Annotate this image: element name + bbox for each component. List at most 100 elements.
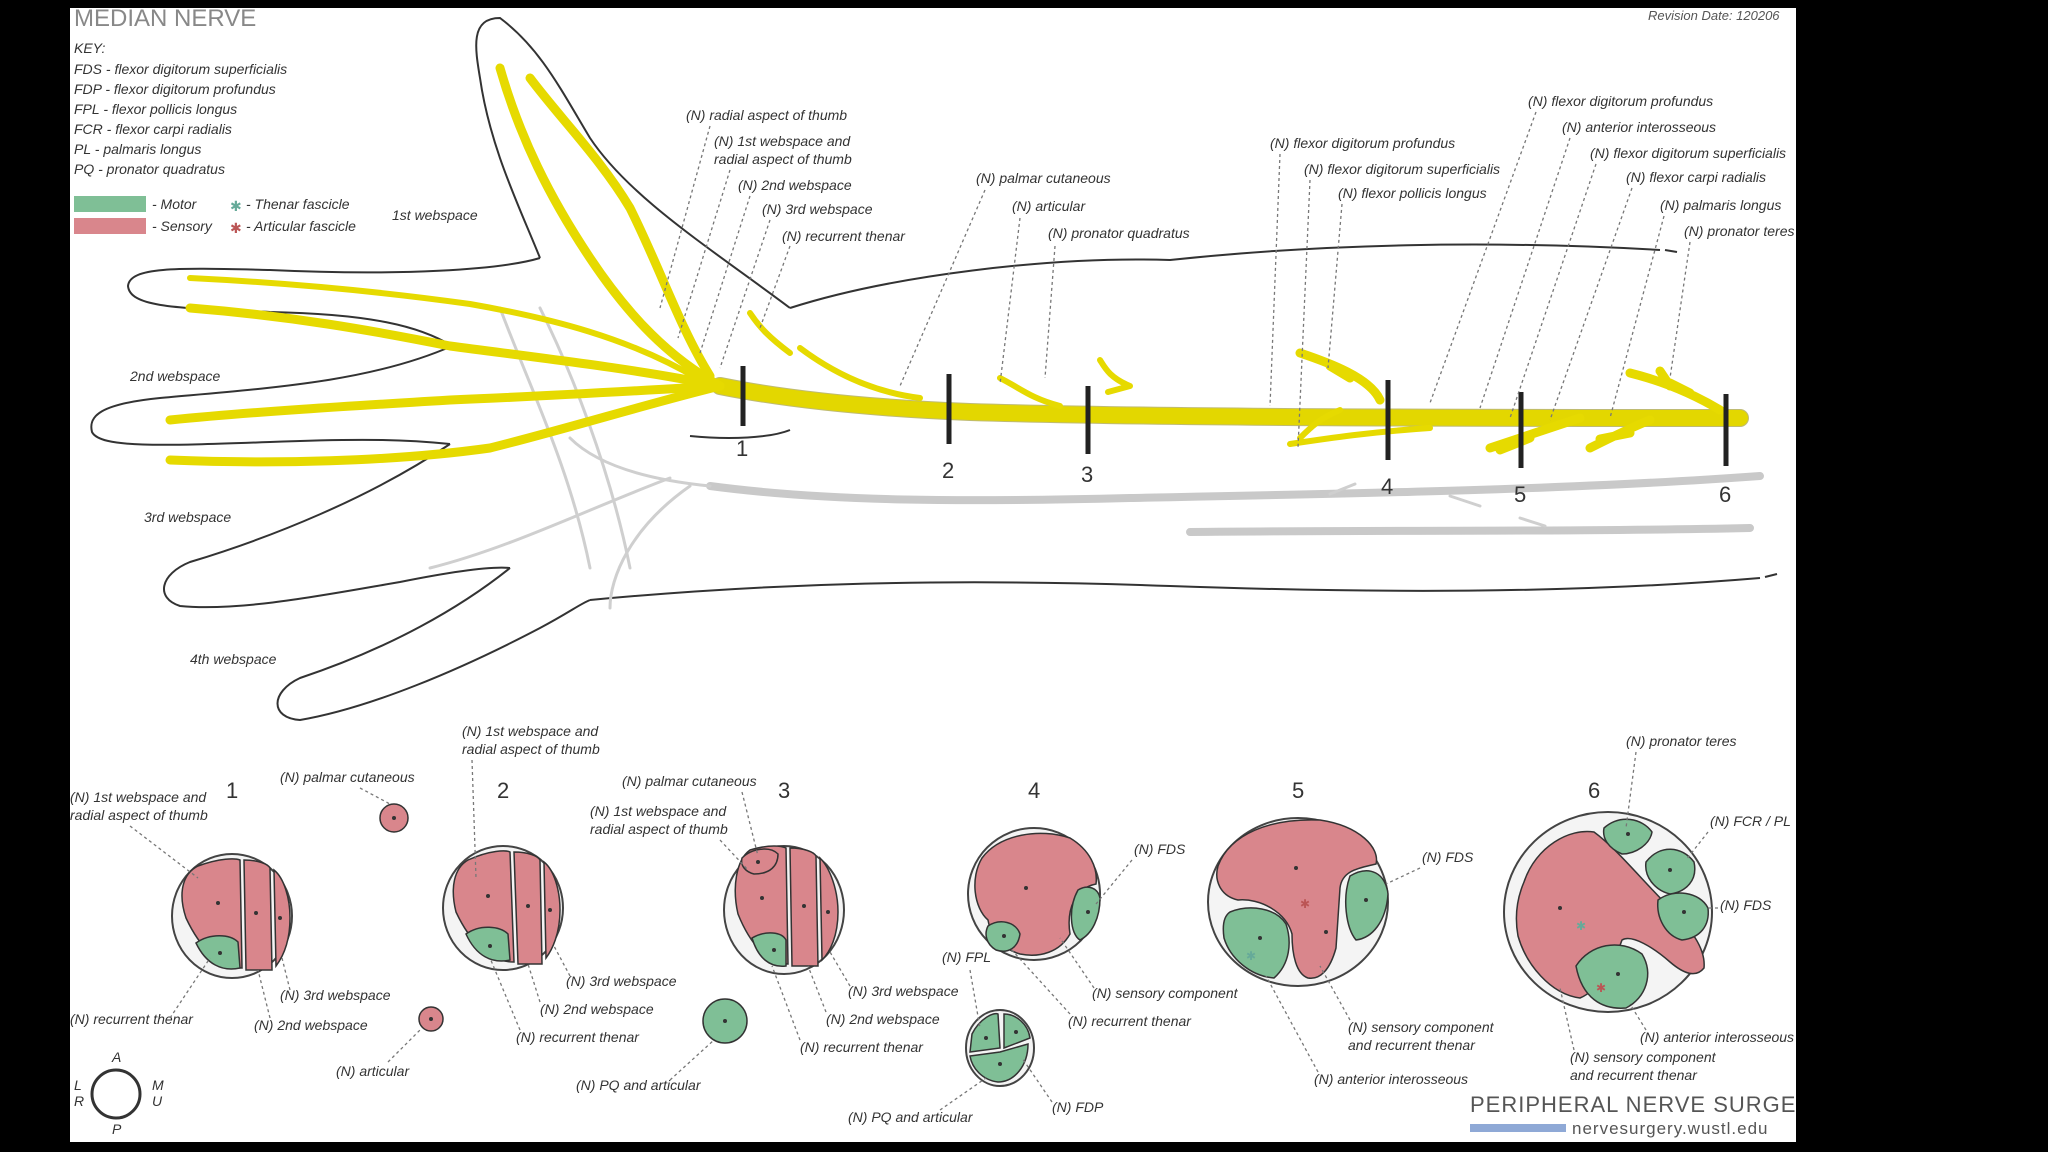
label-2nd-webspace: 2nd webspace: [129, 368, 221, 384]
label-radial-thumb: (N) radial aspect of thumb: [686, 107, 847, 123]
s1-label-recurrent-thenar: (N) recurrent thenar: [70, 1011, 194, 1027]
s2-label-pq-articular: (N) PQ and articular: [576, 1077, 702, 1093]
s1-label-articular: (N) articular: [336, 1063, 410, 1079]
section-number-1: 1: [226, 778, 238, 803]
s1-label-1st-web-b: radial aspect of thumb: [70, 807, 208, 823]
s1-label-palmar-cutaneous: (N) palmar cutaneous: [280, 769, 415, 785]
s3-fascicle-3rd-webspace: [819, 856, 839, 962]
sensory-swatch: [74, 218, 146, 234]
label-palmar-cutaneous: (N) palmar cutaneous: [976, 170, 1111, 186]
s5-label-sensory-a: (N) sensory component: [1348, 1019, 1495, 1035]
footer-brand: PERIPHERAL NERVE SURGERY nervesurgery.wu…: [1470, 1092, 1796, 1138]
brand-url: nervesurgery.wustl.edu: [1572, 1119, 1769, 1138]
s1-label-1st-web-a: (N) 1st webspace and: [70, 789, 207, 805]
label-fpl: (N) flexor pollicis longus: [1338, 185, 1487, 201]
label-3rd-webspace: 3rd webspace: [144, 509, 231, 525]
s3-label-palmar-cutaneous: (N) palmar cutaneous: [622, 773, 757, 789]
s2-label-2nd-webspace: (N) 2nd webspace: [540, 1001, 654, 1017]
branch-middle: [165, 381, 725, 425]
s3-fascicle-recurrent-thenar: [751, 932, 787, 967]
section-number-2: 2: [497, 778, 509, 803]
label-articular: (N) articular: [1012, 198, 1086, 214]
hand-forearm-outline: [90, 16, 1778, 722]
s4-fascicle-fds: [1070, 886, 1101, 941]
s5-fascicle-sensory-recurrent-thenar: [1216, 819, 1378, 979]
s4-ain-fascicle-fpl: [969, 1012, 1001, 1053]
brand-name: PERIPHERAL NERVE SURGERY: [1470, 1092, 1796, 1117]
label-4th-webspace: 4th webspace: [190, 651, 277, 667]
label-anterior-interosseous: (N) anterior interosseous: [1562, 119, 1716, 135]
label-3rd-webspace-branch: (N) 3rd webspace: [762, 201, 873, 217]
label-pronator-quadratus: (N) pronator quadratus: [1048, 225, 1190, 241]
cross-section-3: 3 (N) palmar cutaneous (N) 1st webspace …: [590, 773, 959, 1055]
level-number-1: 1: [736, 436, 748, 461]
s5-label-anterior-interosseous: (N) anterior interosseous: [1314, 1071, 1468, 1087]
s2-label-1st-web-a: (N) 1st webspace and: [462, 723, 599, 739]
articular-legend-label: - Articular fascicle: [246, 218, 356, 234]
s2-label-3rd-webspace: (N) 3rd webspace: [566, 973, 677, 989]
level-number-3: 3: [1081, 462, 1093, 487]
key-entry-pq: PQ - pronator quadratus: [74, 161, 225, 177]
revision-date: Revision Date: 120206: [1648, 8, 1780, 23]
brand-bar: [1470, 1124, 1566, 1132]
branch-anterior-interosseous: [1485, 413, 1585, 455]
s3-label-2nd-webspace: (N) 2nd webspace: [826, 1011, 940, 1027]
thenar-legend-label: - Thenar fascicle: [246, 196, 350, 212]
s4-label-fds: (N) FDS: [1134, 841, 1186, 857]
branch-palmar-cutaneous: [797, 345, 923, 401]
branch-pronator-quadratus: [1097, 357, 1133, 395]
median-nerve-illustration: MEDIAN NERVE Revision Date: 120206 KEY: …: [70, 8, 1796, 1138]
label-fdp-proximal: (N) flexor digitorum profundus: [1528, 93, 1713, 109]
s5-articular-fascicle-icon: ✱: [1300, 897, 1310, 911]
s3-label-1st-web-a: (N) 1st webspace and: [590, 803, 727, 819]
diagram-plate: MEDIAN NERVE Revision Date: 120206 KEY: …: [70, 8, 1796, 1142]
motor-legend-label: - Motor: [152, 196, 198, 212]
label-fdp-mid: (N) flexor digitorum profundus: [1270, 135, 1455, 151]
s2-label-1st-web-b: radial aspect of thumb: [462, 741, 600, 757]
branch-index-radial: [185, 303, 725, 391]
label-fcr: (N) flexor carpi radialis: [1626, 169, 1766, 185]
level-number-4: 4: [1381, 474, 1393, 499]
s5-label-fds: (N) FDS: [1422, 849, 1474, 865]
s6-label-sensory-a: (N) sensory component: [1570, 1049, 1717, 1065]
s6-articular-fascicle-icon: ✱: [1596, 981, 1606, 995]
compass-label-a: A: [111, 1049, 121, 1065]
s2-fascicle-recurrent-thenar: [465, 926, 511, 962]
cross-section-5: 5 ✱ ✱ (N) FDS (N) sensory component and …: [1207, 778, 1495, 1087]
level-number-5: 5: [1514, 482, 1526, 507]
section-number-5: 5: [1292, 778, 1304, 803]
label-fds-mid: (N) flexor digitorum superficialis: [1304, 161, 1500, 177]
compass-label-p: P: [112, 1121, 122, 1137]
articular-fascicle-icon: ✱: [230, 220, 242, 236]
section-number-6: 6: [1588, 778, 1600, 803]
s3-label-3rd-webspace: (N) 3rd webspace: [848, 983, 959, 999]
branch-pronator-teres: [1625, 366, 1725, 415]
s1-label-3rd-webspace: (N) 3rd webspace: [280, 987, 391, 1003]
s6-label-sensory-b: and recurrent thenar: [1570, 1067, 1698, 1083]
key-entry-fcr: FCR - flexor carpi radialis: [74, 121, 232, 137]
s5-fascicle-fds: [1345, 870, 1389, 941]
key-heading: KEY:: [74, 40, 105, 56]
section-number-4: 4: [1028, 778, 1040, 803]
median-nerve-trunk: [712, 378, 1748, 426]
branch-middle-ulnar: [165, 381, 725, 467]
branch-labels: (N) radial aspect of thumb (N) 1st websp…: [659, 93, 1794, 449]
level-number-6: 6: [1719, 482, 1731, 507]
median-nerve: [165, 63, 1749, 467]
s4-label-fdp: (N) FDP: [1052, 1099, 1104, 1115]
label-palmaris-longus: (N) palmaris longus: [1660, 197, 1781, 213]
s6-fascicle-fds: [1657, 892, 1709, 941]
label-1st-webspace-a: (N) 1st webspace and: [714, 133, 851, 149]
branch-fds-distal: [1297, 407, 1343, 441]
s1-fascicle-2nd-webspace: [243, 859, 273, 971]
diagram-title: MEDIAN NERVE: [74, 8, 256, 32]
s6-label-pronator-teres: (N) pronator teres: [1626, 733, 1736, 749]
s3-label-recurrent-thenar: (N) recurrent thenar: [800, 1039, 924, 1055]
section-number-3: 3: [778, 778, 790, 803]
cross-section-6: 6 ✱ ✱ (N) pronator teres (N) FCR / PL (N…: [1503, 733, 1794, 1083]
branch-thumb-radial: [495, 63, 725, 391]
branch-thumb-ulnar: [525, 73, 715, 381]
cross-section-2: 2 (N) 1st webspace and radial aspect of …: [442, 723, 748, 1093]
level-markers: 1 2 3 4 5 6: [736, 366, 1731, 507]
legend-key: KEY: FDS - flexor digitorum superficiali…: [74, 40, 356, 236]
